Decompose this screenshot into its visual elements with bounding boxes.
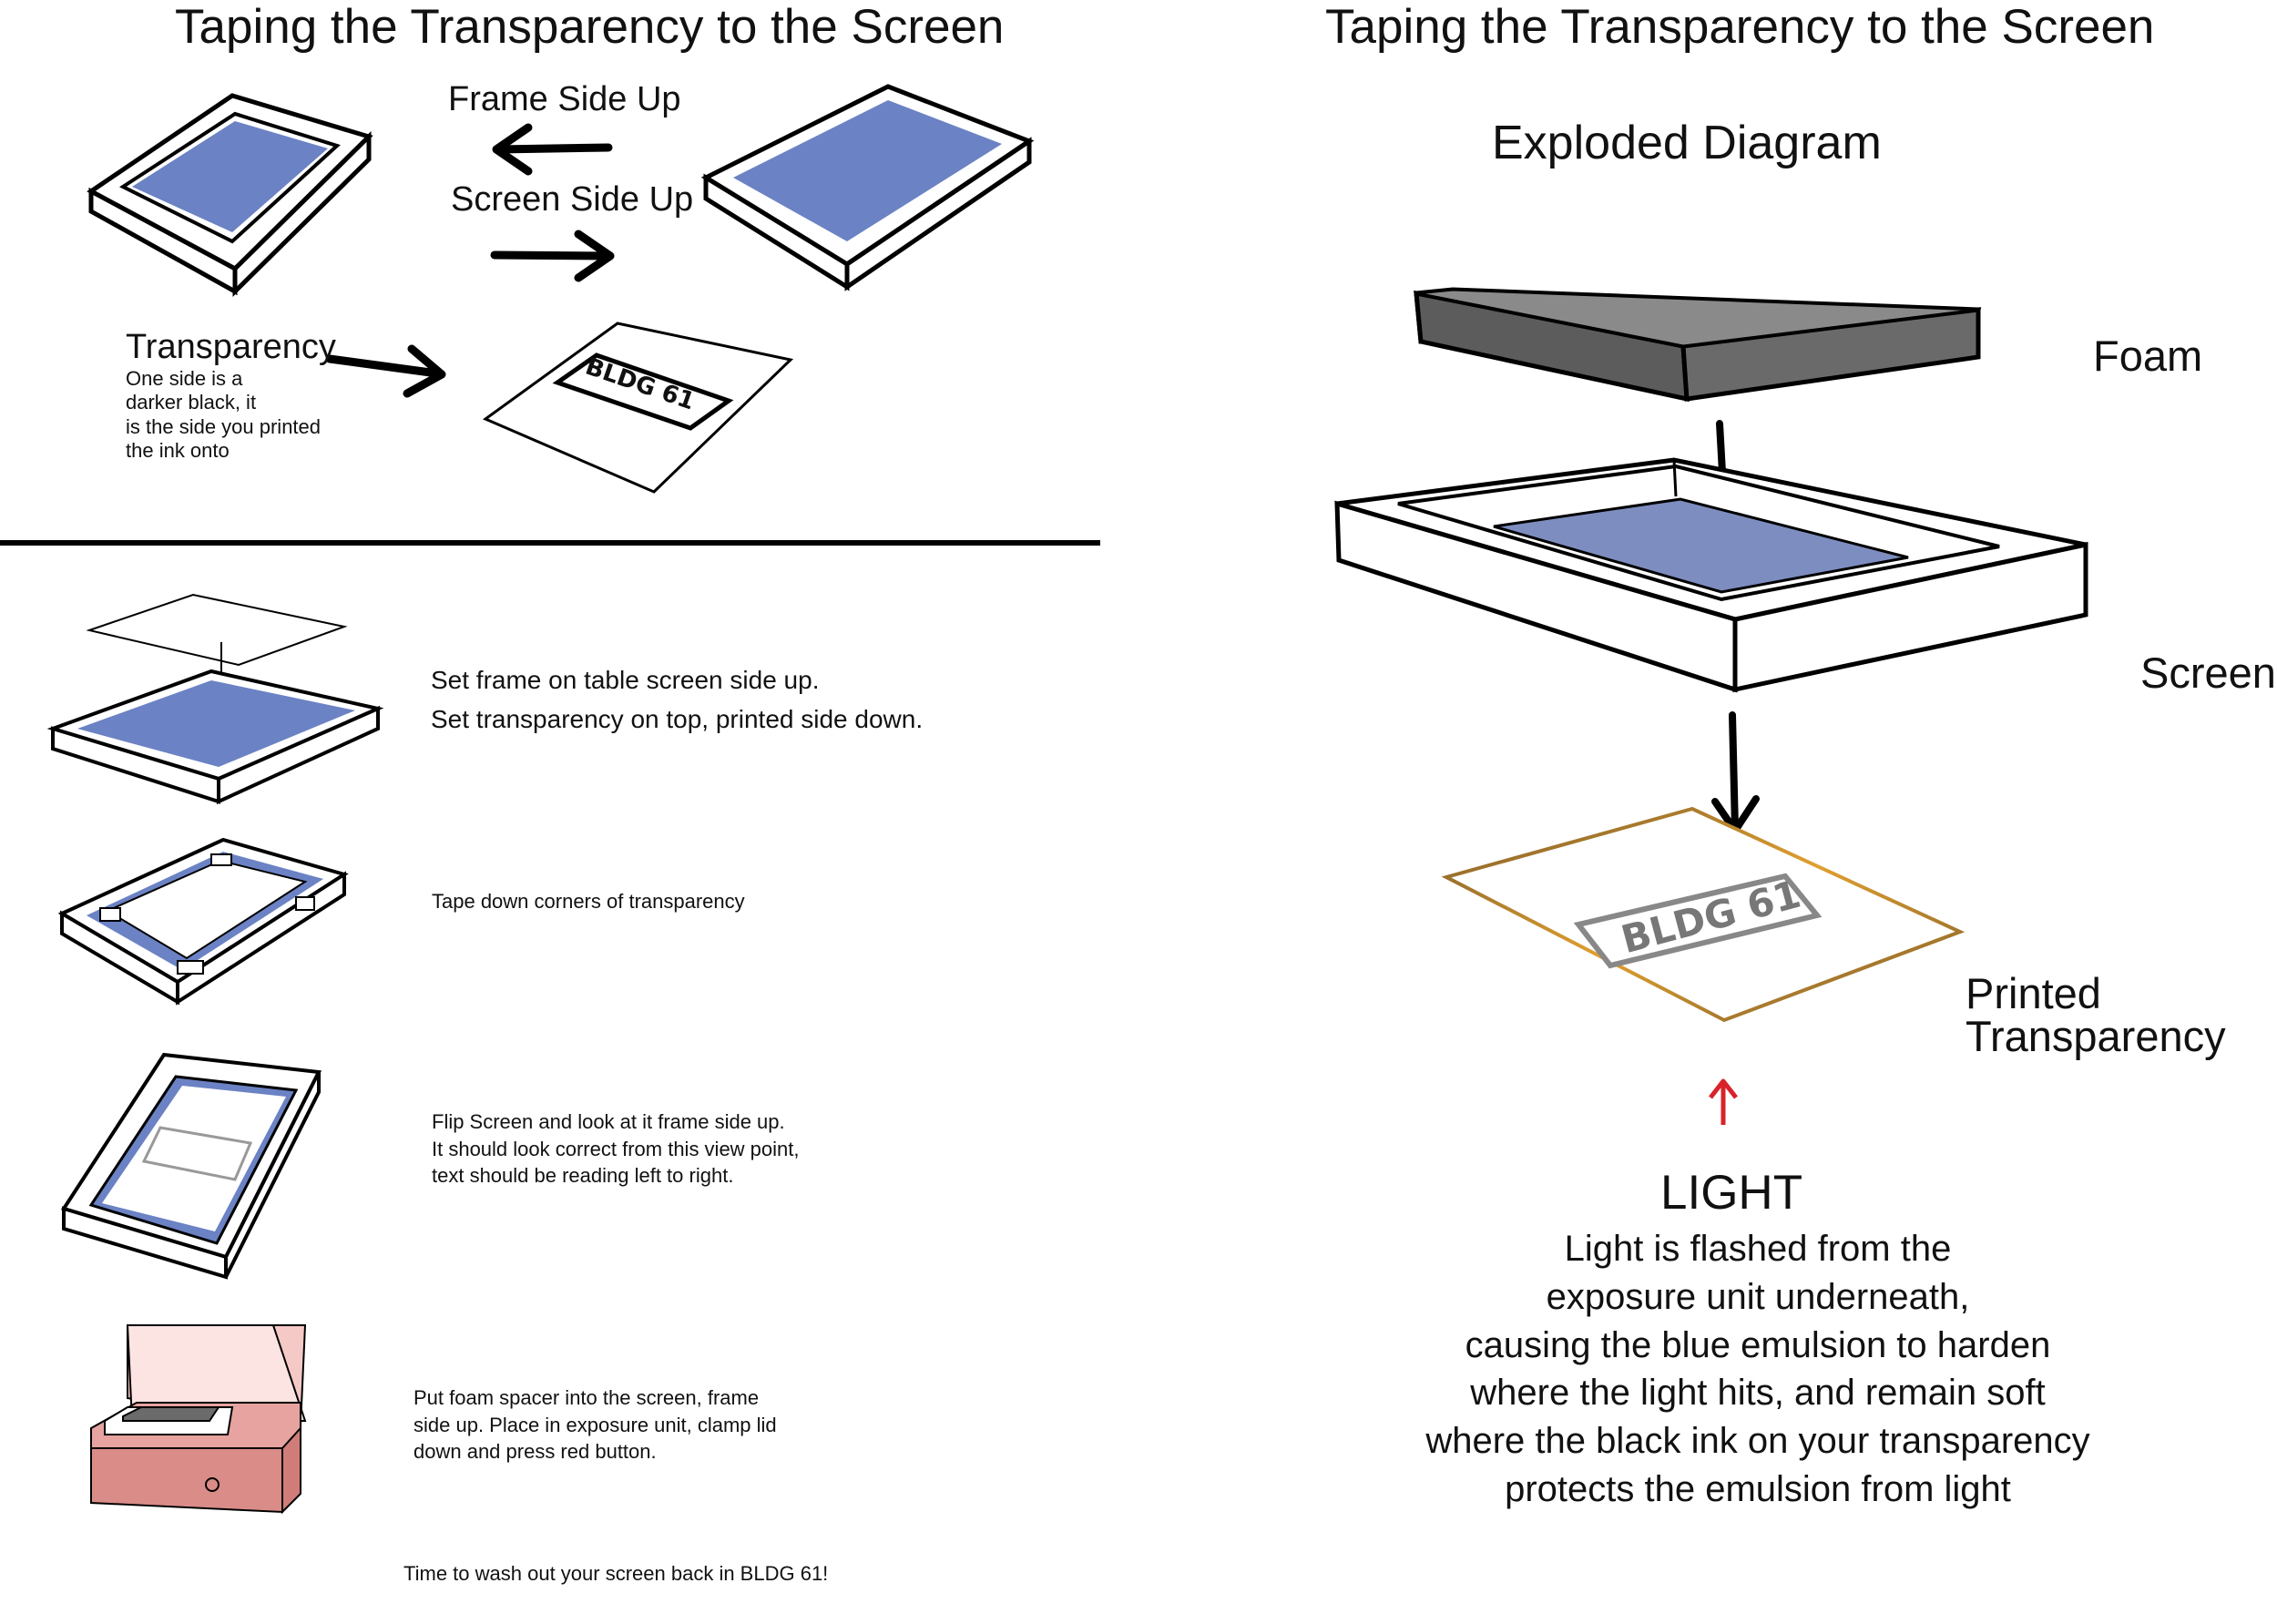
screen-side-up-label: Screen Side Up	[451, 180, 694, 219]
exploded-diagram-subtitle: Exploded Diagram	[1492, 117, 1882, 169]
printed-label: Printed Transparency	[1966, 972, 2226, 1057]
step2-line: Tape down corners of transparency	[432, 890, 745, 913]
step1-text: Set frame on table screen side up. Set t…	[431, 660, 923, 740]
foam-block	[1414, 287, 1982, 403]
transparency-label: Transparency	[126, 328, 336, 366]
footer-text: Time to wash out your screen back in BLD…	[403, 1562, 829, 1585]
step3-line: Flip Screen and look at it frame side up…	[432, 1110, 785, 1133]
frame-side-up-arrow	[492, 123, 613, 176]
light-line: exposure unit underneath,	[1546, 1276, 1970, 1317]
light-line: protects the emulsion from light	[1505, 1468, 2011, 1509]
right-title: Taping the Transparency to the Screen	[1325, 0, 2155, 54]
printed-transparency	[1441, 806, 1966, 1023]
transparency-arrow	[325, 344, 446, 398]
foam-label: Foam	[2093, 332, 2203, 380]
light-line: where the black ink on your transparency	[1425, 1421, 2090, 1462]
light-line: Light is flashed from the	[1564, 1229, 1952, 1269]
screen-frame	[1334, 457, 2088, 693]
frame-side-up-label: Frame Side Up	[448, 80, 681, 118]
transparency-note-line: is the side you printed	[126, 414, 322, 438]
step4-line: Put foam spacer into the screen, frame	[414, 1386, 760, 1409]
screen-side-up-illustration	[700, 84, 1035, 291]
left-title: Taping the Transparency to the Screen	[175, 0, 1005, 54]
step4-text: Put foam spacer into the screen, frame s…	[414, 1384, 777, 1466]
printed-label-line: Printed	[1966, 969, 2101, 1017]
light-description: Light is flashed from the exposure unit …	[1312, 1225, 2204, 1514]
transparency-note-line: darker black, it	[126, 391, 257, 414]
step4-line: down and press red button.	[414, 1440, 657, 1464]
screen-to-transparency-arrow	[1711, 711, 1760, 834]
step3-line: text should be reading left to right.	[432, 1164, 734, 1188]
step4-illustration	[90, 1324, 307, 1515]
light-line: where the light hits, and remain soft	[1470, 1373, 2046, 1414]
transparency-note: One side is a darker black, it is the si…	[126, 367, 321, 464]
step3-text: Flip Screen and look at it frame side up…	[432, 1108, 800, 1190]
step2-illustration	[57, 837, 349, 1006]
step3-line: It should look correct from this view po…	[432, 1137, 800, 1160]
transparency-note-line: the ink onto	[126, 439, 230, 463]
frame-side-up-illustration	[87, 93, 373, 297]
step2-text: Tape down corners of transparency	[432, 888, 745, 915]
transparency-sheet	[482, 322, 794, 494]
step1-line: Set frame on table screen side up.	[431, 666, 820, 694]
step4-line: side up. Place in exposure unit, clamp l…	[414, 1413, 777, 1436]
light-label: LIGHT	[1660, 1166, 1803, 1220]
screen-side-up-arrow	[490, 230, 615, 282]
printed-label-line: Transparency	[1966, 1012, 2226, 1060]
light-arrow	[1709, 1078, 1738, 1125]
light-line: causing the blue emulsion to harden	[1465, 1324, 2051, 1365]
step3-illustration	[60, 1052, 322, 1280]
step1-illustration	[46, 593, 384, 805]
step1-line: Set transparency on top, printed side do…	[431, 705, 924, 734]
screen-label: Screen	[2140, 649, 2276, 697]
transparency-note-line: One side is a	[126, 367, 243, 390]
